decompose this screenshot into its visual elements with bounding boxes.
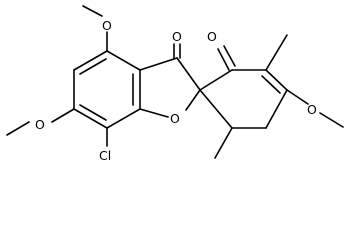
bond-c7-c6-inner — [79, 104, 107, 121]
bond-c3r-o-right — [286, 89, 309, 105]
bond-c5r-methyl — [214, 127, 233, 159]
bond-c-spiro-o-ring — [185, 89, 201, 111]
atom-o-ketone-left: O — [172, 29, 182, 44]
atom-o-methoxy-right: O — [307, 102, 317, 117]
bond-c6-o-left — [51, 108, 75, 123]
bond-c-spiro-c1 — [199, 69, 233, 91]
bond-c5-c4 — [73, 50, 108, 71]
atom-o-methoxy-top: O — [102, 18, 112, 33]
bond-c2-c3r-inner — [261, 75, 281, 94]
bond-c4-c3a — [106, 50, 141, 71]
bond-c1-o-ketone-2 — [223, 45, 236, 67]
bond-o-ring-c7a — [139, 108, 169, 118]
bond-methyl-left — [6, 121, 30, 136]
atom-cl: Cl — [99, 148, 111, 163]
bond-c1-o-ketone — [217, 48, 230, 71]
bond-c7a-c7 — [106, 108, 141, 129]
bond-methyl-top — [82, 5, 103, 17]
atom-o-ketone-right: O — [207, 29, 217, 44]
bond-c5r-c-spiro — [199, 89, 233, 129]
atom-o-methoxy-left: O — [35, 117, 45, 132]
bond-methyl-right — [319, 112, 344, 128]
bond-c7-c6 — [73, 108, 108, 129]
bond-c2-methyl — [265, 34, 288, 71]
bond-c3-c-spiro — [176, 57, 201, 91]
bond-c2-c3r — [265, 69, 288, 91]
atom-o-ring: O — [170, 111, 180, 126]
structure-diagram: O O O O O O Cl — [6, 5, 344, 163]
bond-c3r-c4r — [265, 89, 288, 129]
bond-c5-c4-inner — [79, 58, 107, 75]
bond-c3a-c3 — [139, 57, 178, 71]
